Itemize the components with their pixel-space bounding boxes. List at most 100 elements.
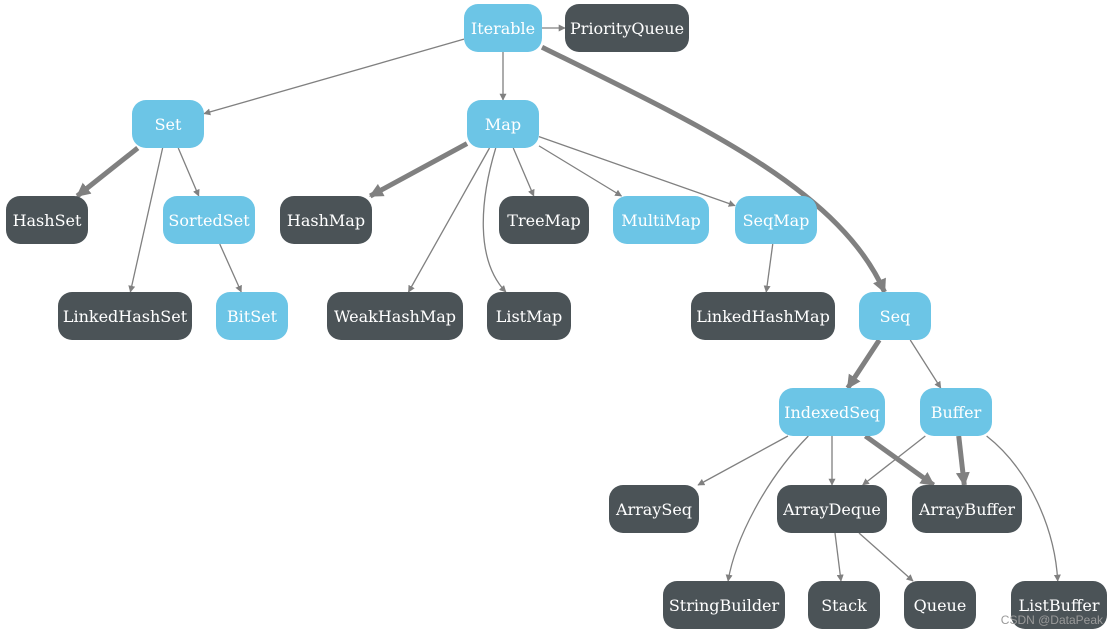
node-box-arrayseq [609, 485, 699, 533]
edge-set-to-hashset [75, 146, 140, 198]
node-box-arraybuffer [912, 485, 1022, 533]
node-label-linkedhashset: LinkedHashSet [63, 307, 188, 326]
edge-map-to-hashmap [369, 141, 469, 199]
node-box-stringbuilder [663, 581, 785, 629]
node-box-buffer [920, 388, 992, 436]
node-linkedhashmap: LinkedHashMap [691, 292, 835, 340]
edge-indexedseq-to-stringbuilder [725, 435, 809, 582]
node-label-linkedhashmap: LinkedHashMap [696, 307, 830, 326]
node-box-iterable [464, 4, 542, 52]
edge-map-to-weakhashmap [407, 147, 491, 293]
node-box-hashmap [280, 196, 372, 244]
node-label-map: Map [485, 115, 521, 134]
node-box-listmap [487, 292, 571, 340]
node-label-queue: Queue [914, 596, 967, 615]
node-box-sortedset [163, 196, 255, 244]
node-label-hashmap: HashMap [287, 211, 365, 230]
node-label-priorityqueue: PriorityQueue [570, 19, 684, 38]
node-seq: Seq [859, 292, 931, 340]
node-box-queue [904, 581, 976, 629]
node-arraybuffer: ArrayBuffer [912, 485, 1022, 533]
node-label-multimap: MultiMap [621, 211, 701, 230]
node-seqmap: SeqMap [735, 196, 817, 244]
edge-map-to-seqmap [538, 136, 736, 207]
node-box-multimap [613, 196, 709, 244]
node-iterable: Iterable [464, 4, 542, 52]
node-box-set [132, 100, 204, 148]
edges-layer [75, 24, 1061, 582]
edge-map-to-listmap [482, 147, 507, 293]
node-label-iterable: Iterable [471, 19, 535, 38]
edge-sortedset-to-bitset [219, 243, 242, 293]
node-box-seq [859, 292, 931, 340]
node-box-listbuffer [1011, 581, 1107, 629]
node-arrayseq: ArraySeq [609, 485, 699, 533]
node-arraydeque: ArrayDeque [777, 485, 887, 533]
node-box-seqmap [735, 196, 817, 244]
edge-buffer-to-arraybuffer [955, 435, 970, 487]
node-weakhashmap: WeakHashMap [327, 292, 463, 340]
edge-map-to-multimap [538, 145, 623, 197]
node-box-linkedhashset [58, 292, 192, 340]
node-label-seqmap: SeqMap [743, 211, 810, 230]
node-treemap: TreeMap [499, 196, 589, 244]
node-box-stack [808, 581, 880, 629]
node-multimap: MultiMap [613, 196, 709, 244]
node-stack: Stack [808, 581, 880, 629]
node-box-indexedseq [779, 388, 885, 436]
node-label-stringbuilder: StringBuilder [669, 596, 780, 615]
node-hashset: HashSet [6, 196, 88, 244]
node-buffer: Buffer [920, 388, 992, 436]
node-map: Map [467, 100, 539, 148]
edge-indexedseq-to-arraybuffer [863, 433, 936, 488]
node-label-indexedseq: IndexedSeq [784, 403, 880, 422]
node-stringbuilder: StringBuilder [663, 581, 785, 629]
node-indexedseq: IndexedSeq [779, 388, 885, 436]
node-label-stack: Stack [821, 596, 867, 615]
edge-set-to-sortedset [177, 147, 200, 197]
node-label-weakhashmap: WeakHashMap [334, 307, 456, 326]
node-label-listbuffer: ListBuffer [1019, 596, 1100, 615]
node-label-arraydeque: ArrayDeque [782, 500, 881, 519]
node-hashmap: HashMap [280, 196, 372, 244]
node-listbuffer: ListBuffer [1011, 581, 1107, 629]
node-set: Set [132, 100, 204, 148]
node-box-hashset [6, 196, 88, 244]
node-bitset: BitSet [216, 292, 288, 340]
edge-set-to-linkedhashset [128, 147, 164, 293]
node-label-seq: Seq [880, 307, 911, 326]
edge-indexedseq-to-arrayseq [697, 435, 789, 486]
edge-buffer-to-arraydeque [862, 435, 926, 486]
node-label-set: Set [155, 115, 182, 134]
node-label-treemap: TreeMap [507, 211, 580, 230]
node-box-bitset [216, 292, 288, 340]
node-priorityqueue: PriorityQueue [565, 4, 689, 52]
node-listmap: ListMap [487, 292, 571, 340]
node-label-listmap: ListMap [496, 307, 563, 326]
node-linkedhashset: LinkedHashSet [58, 292, 192, 340]
node-box-arraydeque [777, 485, 887, 533]
node-queue: Queue [904, 581, 976, 629]
node-label-arrayseq: ArraySeq [615, 500, 692, 519]
edge-seq-to-indexedseq [845, 338, 882, 390]
edge-seqmap-to-linkedhashmap [763, 243, 774, 293]
edge-arraydeque-to-queue [858, 532, 914, 582]
node-label-sortedset: SortedSet [168, 211, 250, 230]
node-label-arraybuffer: ArrayBuffer [918, 500, 1015, 519]
node-box-priorityqueue [565, 4, 689, 52]
edge-buffer-to-listbuffer [986, 435, 1061, 582]
edge-seq-to-buffer [909, 339, 942, 389]
edge-iterable-to-seq [540, 44, 887, 294]
node-sortedset: SortedSet [163, 196, 255, 244]
node-box-map [467, 100, 539, 148]
node-box-weakhashmap [327, 292, 463, 340]
node-label-hashset: HashSet [13, 211, 82, 230]
edge-iterable-to-set [203, 38, 465, 116]
node-label-bitset: BitSet [227, 307, 278, 326]
node-label-buffer: Buffer [931, 403, 982, 422]
node-box-treemap [499, 196, 589, 244]
edge-map-to-treemap [512, 147, 535, 197]
watermark-text: CSDN @DataPeak [1000, 613, 1103, 627]
